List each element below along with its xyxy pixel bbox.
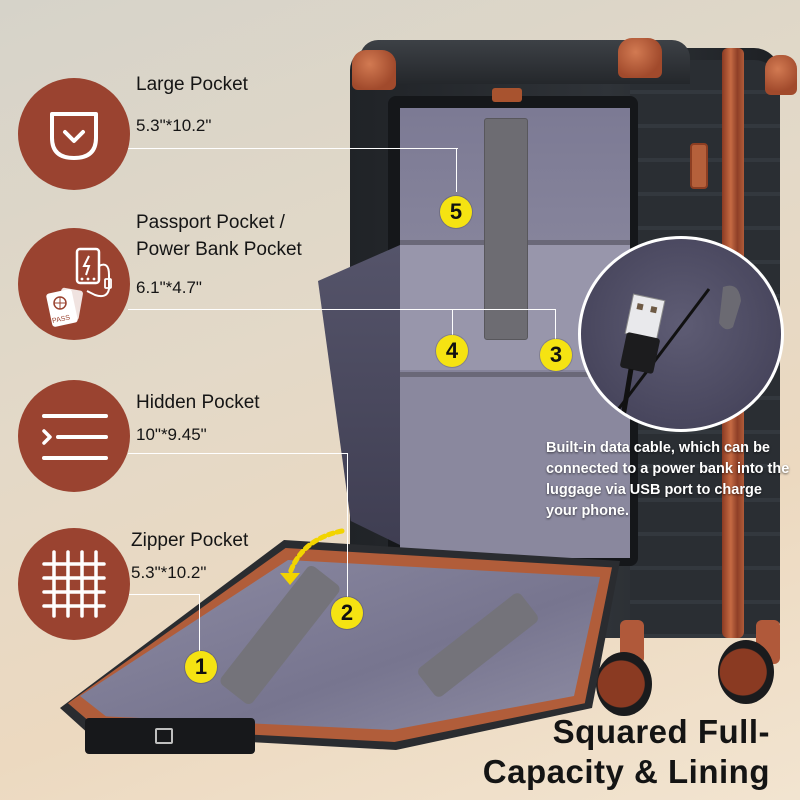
hidden-list-icon: [42, 414, 108, 460]
marker-4: 4: [436, 335, 468, 367]
zipper-grid-icon: [42, 550, 106, 618]
zipper-pocket-icon-circle: [18, 528, 130, 640]
wheel-front: [596, 652, 652, 716]
wheel-back: [718, 640, 774, 704]
headline: Squared Full- Capacity & Lining: [483, 712, 770, 792]
feature-title-line1: Passport Pocket /: [136, 212, 285, 233]
svg-text:PASS: PASS: [52, 314, 72, 325]
leader-line-zipper-pocket: [128, 594, 200, 595]
leader-line-large-pocket: [128, 148, 458, 149]
lid-clasp: [155, 728, 173, 744]
open-front-lid: [60, 540, 620, 750]
headline-line2: Capacity & Lining: [482, 753, 770, 790]
usb-cable-caption: Built-in data cable, which can be connec…: [546, 440, 790, 519]
usb-plug-icon: [609, 285, 741, 429]
lower-pocket-panel: [400, 372, 630, 558]
feature-size: 5.3"*10.2": [136, 116, 212, 135]
leader-line-hidden-pocket-drop: [347, 453, 348, 597]
feature-size: 6.1"*4.7": [136, 278, 202, 297]
feature-size: 10"*9.45": [136, 425, 207, 444]
feature-title: Zipper Pocket: [131, 530, 249, 551]
side-tag: [690, 143, 708, 189]
feature-title: Hidden Pocket: [136, 392, 260, 413]
interior-strap: [484, 118, 528, 340]
pocket-chevron-icon: [50, 112, 98, 160]
corner-cap-left: [352, 50, 396, 90]
passport-pocket-icon-circle: PASS: [18, 228, 130, 340]
leader-line-large-pocket-drop: [456, 148, 457, 192]
divider-flap: [318, 245, 400, 545]
leader-line-passport-drop-3: [555, 309, 556, 341]
feature-title: Large Pocket: [136, 74, 248, 95]
marker-2: 2: [331, 597, 363, 629]
feature-title-line2: Power Bank Pocket: [136, 239, 302, 260]
top-latch: [492, 88, 522, 102]
usb-cable-closeup: [578, 236, 784, 432]
marker-1: 1: [185, 651, 217, 683]
lid-bottom-edge: [85, 718, 255, 754]
leader-line-hidden-pocket: [128, 453, 348, 454]
open-direction-arrow-icon: [280, 528, 345, 585]
passport-power-bank-icon: PASS: [46, 247, 112, 327]
large-pocket-icon-circle: [18, 78, 130, 190]
headline-line1: Squared Full-: [552, 713, 770, 750]
feature-size: 5.3"*10.2": [131, 563, 207, 582]
hidden-pocket-icon-circle: [18, 380, 130, 492]
corner-cap-back: [765, 55, 797, 95]
leader-line-passport-drop-4: [452, 309, 453, 335]
leader-line-zipper-pocket-drop: [199, 594, 200, 652]
marker-5: 5: [440, 196, 472, 228]
corner-cap-right: [618, 38, 662, 78]
marker-3: 3: [540, 339, 572, 371]
leader-line-passport-pocket: [128, 309, 556, 310]
